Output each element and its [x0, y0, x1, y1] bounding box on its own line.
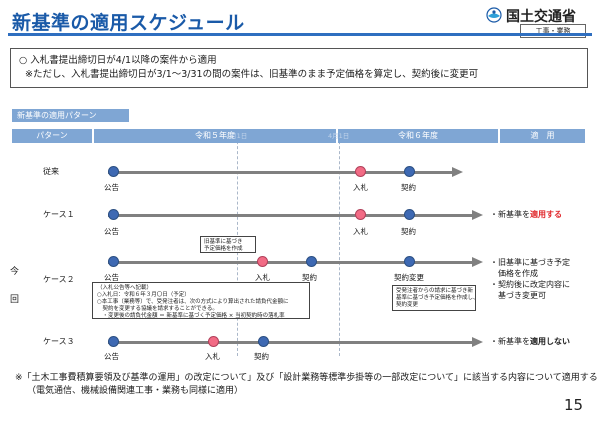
- event-label-notice: 公告: [104, 183, 119, 192]
- event-label-notice: 公告: [104, 273, 119, 282]
- apply-line-4: 基づき変更可: [490, 291, 546, 300]
- callout-contract-change: 受発注者からの請求に基づき新 基準に基づき予定価格を作成し、 契約変更: [392, 285, 479, 311]
- timeline-arrow-head: [472, 337, 483, 347]
- header-fy6: 令和６年度: [338, 129, 498, 143]
- apply-line-2: 価格を作成: [490, 269, 538, 278]
- event-label-bid: 入札: [205, 352, 220, 361]
- callout-bid-note: 旧基準に基づき 予定価格を作成: [200, 236, 256, 253]
- event-label-contract: 契約: [401, 183, 416, 192]
- group-label-current: 今回: [10, 267, 20, 305]
- apply-prefix: ・新基準を: [490, 337, 530, 346]
- event-dot-notice: [108, 166, 119, 177]
- timeline-arrow-head: [452, 167, 463, 177]
- event-label-contract: 契約: [302, 273, 317, 282]
- apply-text-case2: ・旧基準に基づき予定 価格を作成 ・契約後に改定内容に 基づき変更可: [490, 257, 570, 301]
- section-label: 新基準の適用パターン: [12, 109, 129, 122]
- date-mar1: 3月1日: [226, 132, 248, 140]
- callout-bid-line-1: 旧基準に基づき: [204, 239, 243, 245]
- table-header: パターン 令和５年度 令和６年度 適 用: [12, 129, 585, 143]
- apply-prefix: ・新基準を: [490, 210, 530, 219]
- date-apr1: 4月1日: [328, 132, 350, 140]
- event-dot-bid: [257, 256, 268, 267]
- callout-notice-line-3: ○本工事（業務等）で、受発注者は、次の方式により算出された請負代金額に: [97, 299, 289, 305]
- callout-notice-line-1: （入札公告等へ記載）: [97, 285, 153, 291]
- header-fy5-label: 令和５年度: [195, 131, 235, 140]
- timeline-arrow-line: [108, 214, 474, 217]
- mlit-logo-icon: [486, 7, 502, 23]
- event-label-bid: 入札: [353, 183, 368, 192]
- apply-line-3: ・契約後に改定内容に: [490, 280, 570, 289]
- event-dot-notice: [108, 209, 119, 220]
- case-label-case1: ケース１: [43, 210, 75, 219]
- ministry-name: 国土交通省: [506, 9, 576, 25]
- footnote: ※「土木工事費積算要領及び基準の運用」の改定について」及び「設計業務等標準歩掛等…: [15, 372, 598, 398]
- footnote-line-1: ※「土木工事費積算要領及び基準の運用」の改定について」及び「設計業務等標準歩掛等…: [15, 373, 598, 383]
- timeline-arrow-line: [108, 341, 474, 344]
- event-label-notice: 公告: [104, 227, 119, 236]
- event-dot-bid: [208, 336, 219, 347]
- event-label-contract: 契約: [401, 227, 416, 236]
- callout-bid-line-2: 予定価格を作成: [204, 246, 243, 252]
- callout-notice-line-5: ・変更後の請負代金額 ＝ 新基準に基づく予定価格 × 当初契約時の落札率: [97, 313, 285, 319]
- title-underline: [8, 33, 592, 36]
- event-label-notice: 公告: [104, 352, 119, 361]
- timeline-arrow-head: [472, 210, 483, 220]
- event-label-bid: 入札: [353, 227, 368, 236]
- apply-line-1: ・旧基準に基づき予定: [490, 258, 570, 267]
- callout-change-line-3: 契約変更: [396, 302, 419, 308]
- callout-notice-line-4: 契約を変更する協議を請求することができる。: [97, 306, 218, 312]
- notice-line-2: ※ただし、入札書提出締切日が3/1～3/31の間の案件は、旧基準のまま予定価格を…: [25, 69, 479, 80]
- header-fy5: 令和５年度: [94, 129, 336, 143]
- apply-text-case3: ・新基準を適用しない: [490, 336, 570, 347]
- page-number: 15: [564, 396, 584, 414]
- event-dot-notice: [108, 256, 119, 267]
- callout-notice-line-2: ○入札日：令和６年３月〇日（予定）: [97, 292, 190, 298]
- header-pattern: パターン: [12, 129, 92, 143]
- apply-emphasis: 適用する: [530, 210, 562, 219]
- notice-box: ○ 入札書提出締切日が4/1以降の案件から適用 ※ただし、入札書提出締切日が3/…: [10, 48, 588, 88]
- timeline-arrow-head: [472, 257, 483, 267]
- event-dot-bid: [355, 166, 366, 177]
- event-dot-notice: [108, 336, 119, 347]
- apr1-guide-line: [339, 131, 340, 356]
- event-dot-contract: [404, 166, 415, 177]
- header-apply: 適 用: [500, 129, 585, 143]
- event-label-contract-change: 契約変更: [394, 273, 424, 282]
- notice-line-1: ○ 入札書提出締切日が4/1以降の案件から適用: [19, 55, 217, 66]
- apply-text-case1: ・新基準を適用する: [490, 209, 562, 220]
- event-label-contract: 契約: [254, 352, 269, 361]
- callout-notice-content: （入札公告等へ記載） ○入札日：令和６年３月〇日（予定） ○本工事（業務等）で、…: [92, 282, 310, 319]
- footnote-line-2: （電気通信、機械設備関連工事・業務も同様に適用）: [27, 386, 244, 396]
- event-dot-contract: [306, 256, 317, 267]
- event-dot-bid: [355, 209, 366, 220]
- callout-change-line-1: 受発注者からの請求に基づき新: [396, 288, 474, 294]
- callout-change-line-2: 基準に基づき予定価格を作成し、: [396, 295, 479, 301]
- event-dot-contract: [258, 336, 269, 347]
- event-dot-contract: [404, 209, 415, 220]
- case-label-conventional: 従来: [43, 167, 59, 176]
- case-label-case2: ケース２: [43, 275, 75, 284]
- apply-emphasis: 適用しない: [530, 337, 570, 346]
- timeline-arrow-line: [108, 261, 474, 264]
- event-label-bid: 入札: [255, 273, 270, 282]
- slide-title: 新基準の適用スケジュール: [12, 12, 245, 34]
- case-label-case3: ケース３: [43, 337, 75, 346]
- timeline-arrow-line: [108, 171, 454, 174]
- event-dot-contract-change: [404, 256, 415, 267]
